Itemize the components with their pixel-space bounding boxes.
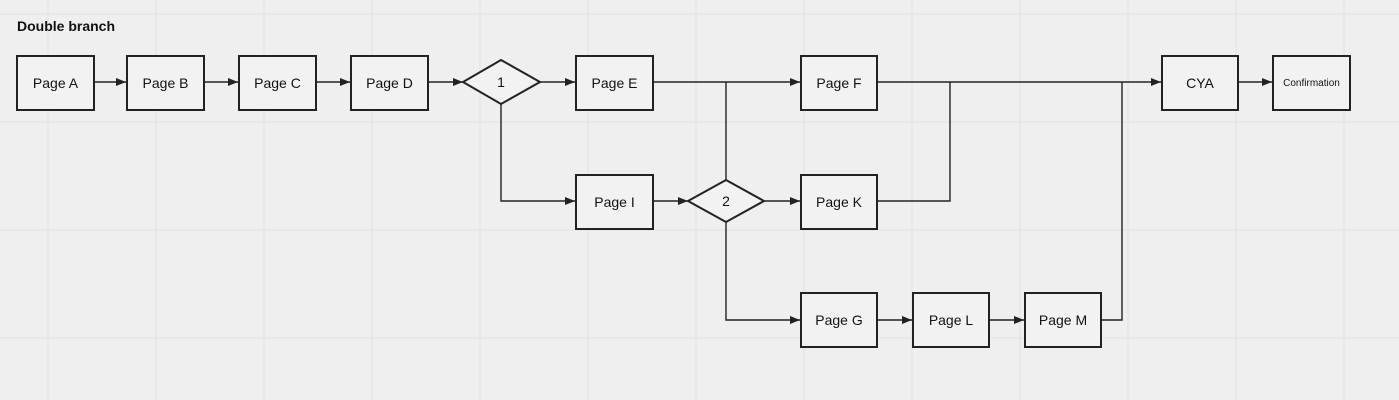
node-page-b[interactable]: Page B bbox=[126, 55, 205, 111]
arrow-decision1-i bbox=[500, 104, 575, 205]
node-cya[interactable]: CYA bbox=[1161, 55, 1239, 111]
decision-1-shape bbox=[461, 58, 543, 106]
arrow-decision2-g bbox=[725, 222, 800, 324]
node-page-e[interactable]: Page E bbox=[575, 55, 654, 111]
node-confirmation[interactable]: Confirmation bbox=[1272, 55, 1351, 111]
line-m-join bbox=[1102, 82, 1123, 321]
node-page-d[interactable]: Page D bbox=[350, 55, 429, 111]
node-page-l[interactable]: Page L bbox=[912, 292, 990, 348]
node-page-c[interactable]: Page C bbox=[238, 55, 317, 111]
node-page-a[interactable]: Page A bbox=[16, 55, 95, 111]
decision-2-shape bbox=[685, 178, 767, 224]
diagram-title: Double branch bbox=[17, 18, 116, 34]
line-k-join bbox=[878, 82, 951, 202]
node-page-f[interactable]: Page F bbox=[800, 55, 878, 111]
node-page-m[interactable]: Page M bbox=[1024, 292, 1102, 348]
node-page-k[interactable]: Page K bbox=[800, 174, 878, 230]
node-page-g[interactable]: Page G bbox=[800, 292, 878, 348]
node-page-i[interactable]: Page I bbox=[575, 174, 654, 230]
